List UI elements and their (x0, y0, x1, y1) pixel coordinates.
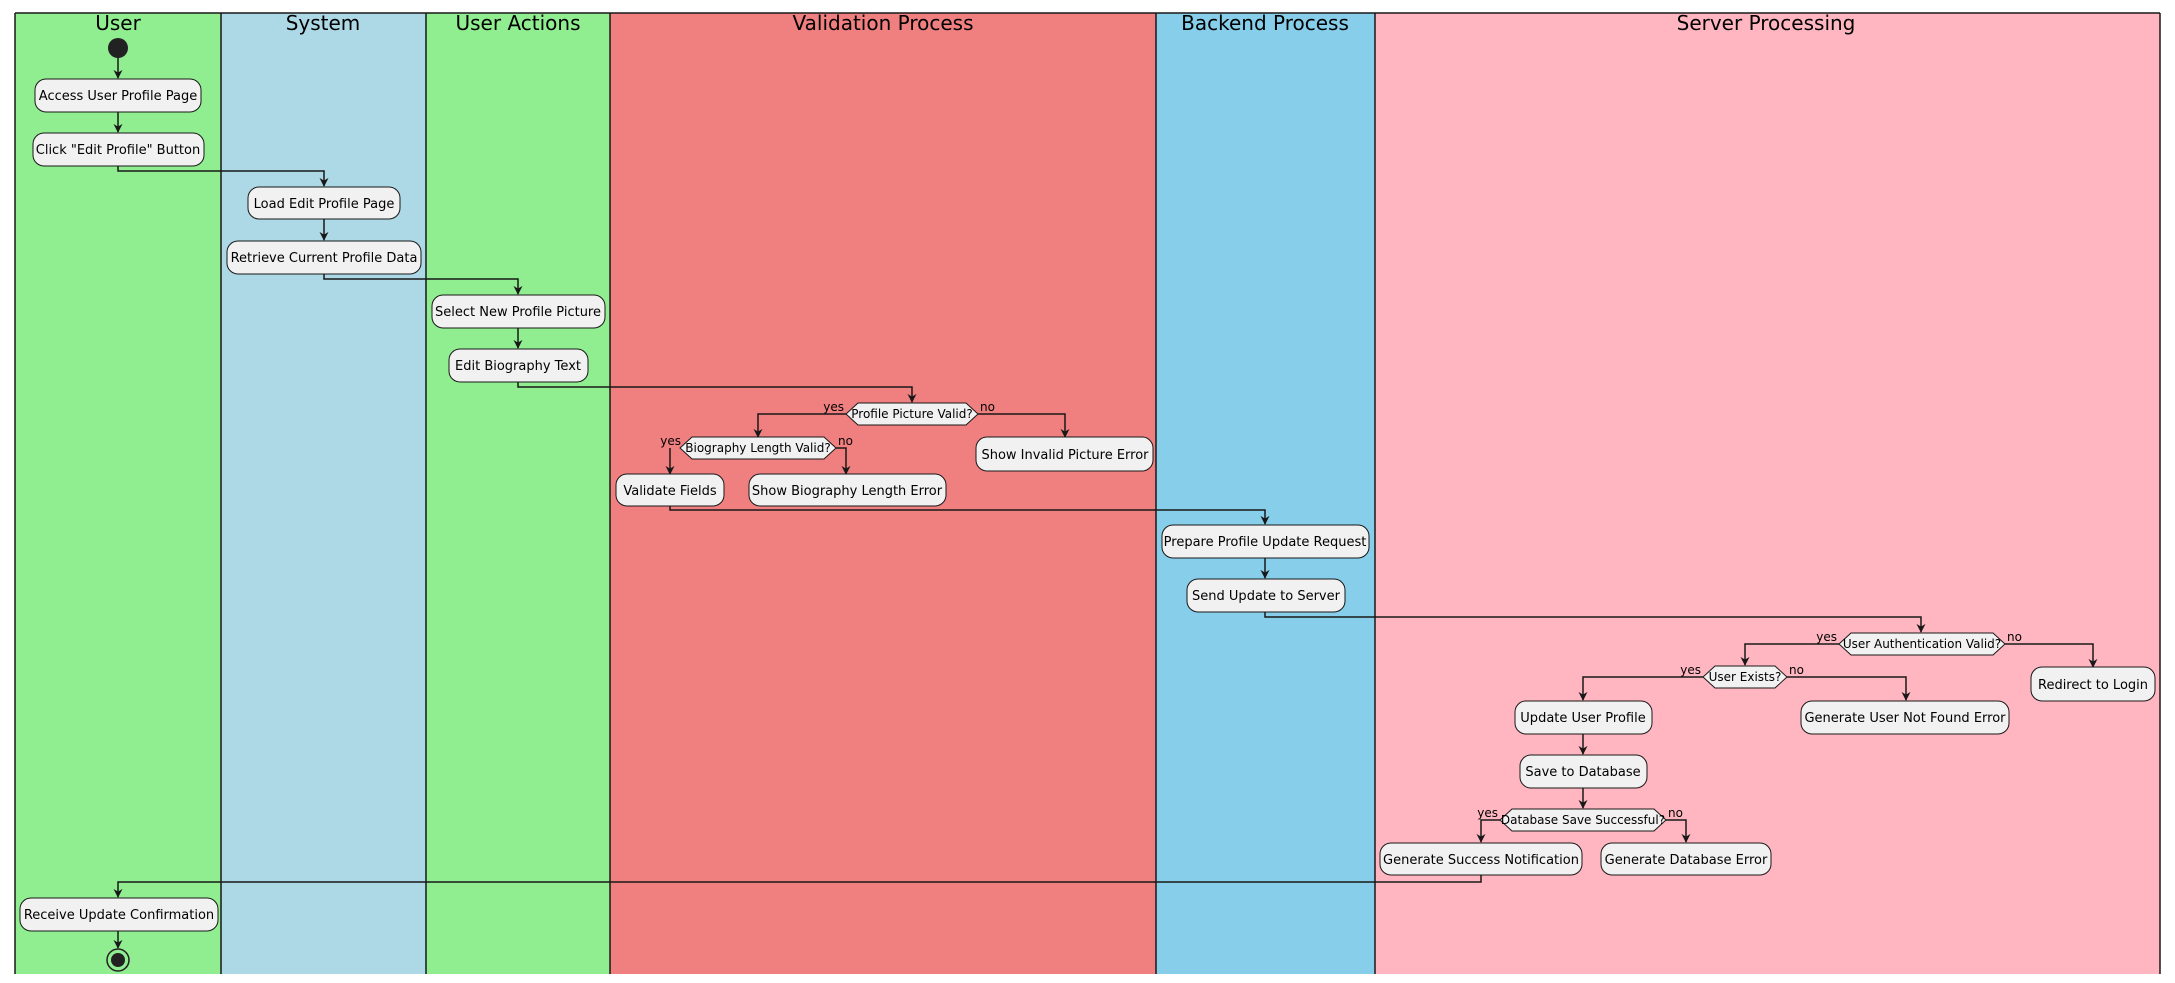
branch-label-yes: yes (1477, 806, 1498, 820)
activity-show-invalid-picture-error: Show Invalid Picture Error (975, 436, 1154, 472)
activity-select-new-profile-picture: Select New Profile Picture (431, 294, 606, 329)
svg-text:Access User Profile Page: Access User Profile Page (39, 89, 197, 104)
activity-generate-user-not-found-error: Generate User Not Found Error (1800, 700, 2010, 735)
activity-access-user-profile-page: Access User Profile Page (34, 78, 202, 113)
branch-label-no: no (838, 434, 853, 448)
activity-generate-database-error: Generate Database Error (1600, 842, 1772, 876)
branch-label-yes: yes (1680, 663, 1701, 677)
swimlane-server-processing (1375, 13, 2160, 974)
svg-text:User Authentication Valid?: User Authentication Valid? (1843, 637, 2001, 651)
branch-label-yes: yes (660, 434, 681, 448)
activity-validate-fields: Validate Fields (615, 473, 725, 507)
decision-user-authentication-valid: User Authentication Valid? (1838, 632, 2006, 656)
end-node (106, 948, 130, 972)
swimlane-user (15, 13, 221, 974)
lane-title-user: User (95, 11, 141, 35)
edges (113, 58, 2098, 949)
decision-biography-length-valid: Biography Length Valid? (679, 436, 837, 460)
lane-title-user-actions: User Actions (456, 11, 581, 35)
svg-text:Generate Success Notification: Generate Success Notification (1383, 853, 1579, 868)
activity-prepare-profile-update-request: Prepare Profile Update Request (1161, 524, 1370, 559)
swimlanes (15, 13, 2160, 974)
swimlane-user-actions (426, 13, 610, 974)
svg-text:Redirect to Login: Redirect to Login (2038, 678, 2148, 693)
activity-receive-update-confirmation: Receive Update Confirmation (19, 897, 219, 932)
branch-label-no: no (2007, 630, 2022, 644)
svg-text:Show Invalid Picture Error: Show Invalid Picture Error (981, 448, 1149, 463)
activity-click-edit-profile-button: Click "Edit Profile" Button (32, 132, 205, 167)
activity-send-update-to-server: Send Update to Server (1186, 578, 1346, 613)
activities: Access User Profile Page Click "Edit Pro… (19, 78, 2156, 932)
svg-text:Send Update to Server: Send Update to Server (1192, 589, 1341, 604)
lane-titles: User System User Actions Validation Proc… (95, 11, 1855, 35)
branch-labels: yes no yes no yes no yes no yes no (660, 400, 2022, 820)
svg-text:Load Edit Profile Page: Load Edit Profile Page (254, 197, 395, 212)
svg-text:Receive Update Confirmation: Receive Update Confirmation (24, 908, 214, 923)
svg-text:Prepare Profile Update Request: Prepare Profile Update Request (1164, 535, 1367, 550)
lane-title-server-processing: Server Processing (1677, 11, 1856, 35)
activity-retrieve-current-profile-data: Retrieve Current Profile Data (226, 240, 422, 275)
lane-borders (14, 12, 2161, 974)
decisions: Profile Picture Valid? Biography Length … (679, 402, 2006, 832)
activity-save-to-database: Save to Database (1519, 754, 1648, 789)
branch-label-yes: yes (823, 400, 844, 414)
svg-text:Save to Database: Save to Database (1525, 765, 1640, 780)
branch-label-yes: yes (1816, 630, 1837, 644)
activity-show-biography-length-error: Show Biography Length Error (748, 473, 947, 507)
lane-title-system: System (286, 11, 361, 35)
svg-text:Click "Edit Profile" Button: Click "Edit Profile" Button (36, 143, 200, 158)
activity-generate-success-notification: Generate Success Notification (1379, 842, 1583, 876)
svg-text:Edit Biography Text: Edit Biography Text (455, 359, 581, 374)
svg-text:Select New Profile Picture: Select New Profile Picture (435, 305, 601, 320)
activity-redirect-to-login: Redirect to Login (2030, 666, 2156, 702)
lane-title-validation-process: Validation Process (793, 11, 974, 35)
start-node (108, 38, 128, 58)
branch-label-no: no (980, 400, 995, 414)
branch-label-no: no (1789, 663, 1804, 677)
activity-update-user-profile: Update User Profile (1514, 700, 1653, 735)
svg-text:Biography Length Valid?: Biography Length Valid? (685, 441, 830, 455)
svg-text:Update User Profile: Update User Profile (1520, 711, 1645, 726)
svg-text:Generate Database Error: Generate Database Error (1605, 853, 1768, 868)
svg-text:Validate Fields: Validate Fields (623, 484, 717, 499)
decision-user-exists: User Exists? (1702, 665, 1788, 689)
decision-database-save-successful: Database Save Successful? (1499, 808, 1667, 832)
decision-profile-picture-valid: Profile Picture Valid? (845, 402, 979, 426)
svg-text:Retrieve Current Profile Data: Retrieve Current Profile Data (231, 251, 418, 266)
swimlane-backend-process (1156, 13, 1375, 974)
swimlane-system (221, 13, 426, 974)
branch-label-no: no (1668, 806, 1683, 820)
svg-text:Show Biography Length Error: Show Biography Length Error (752, 484, 943, 499)
activity-edit-biography-text: Edit Biography Text (448, 348, 589, 383)
activity-load-edit-profile-page: Load Edit Profile Page (247, 186, 401, 220)
lane-title-backend-process: Backend Process (1181, 11, 1349, 35)
svg-text:User Exists?: User Exists? (1709, 670, 1782, 684)
svg-text:Profile Picture Valid?: Profile Picture Valid? (851, 407, 973, 421)
svg-text:Generate User Not Found Error: Generate User Not Found Error (1804, 711, 2006, 726)
svg-text:Database Save Successful?: Database Save Successful? (1501, 813, 1665, 827)
